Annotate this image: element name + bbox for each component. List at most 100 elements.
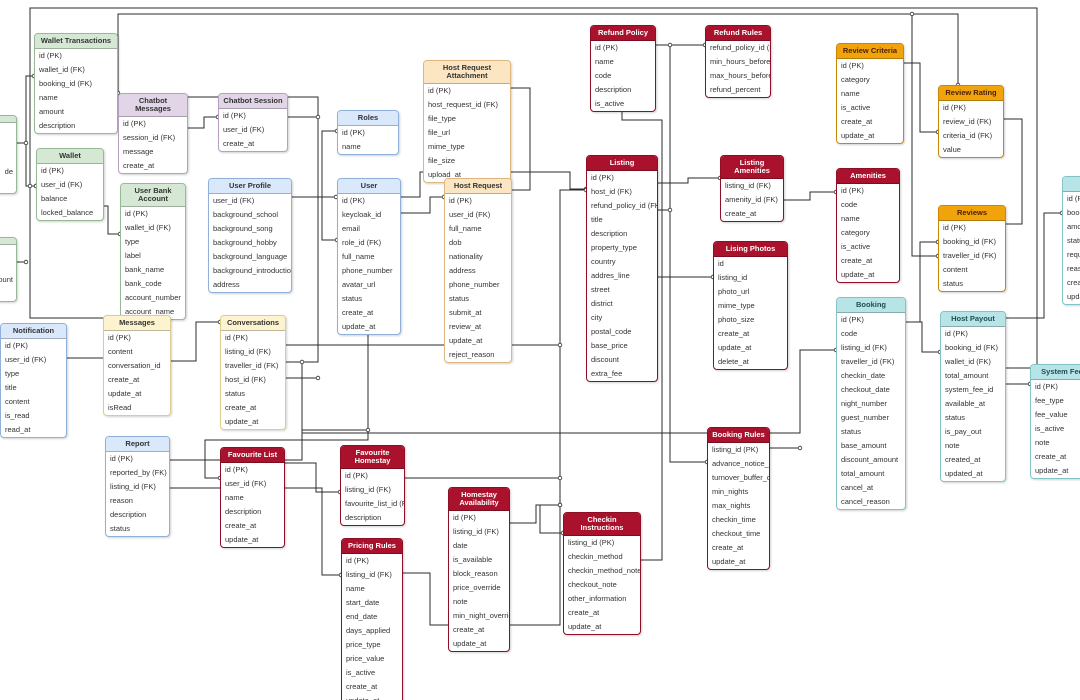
field-row: id (PK): [39, 51, 62, 60]
field-row: mime_type: [718, 301, 755, 310]
field-row: price_value: [346, 654, 385, 663]
field-row: booking_id (FK): [945, 343, 998, 352]
relationship-line: [169, 321, 220, 362]
field-row: id (PK): [223, 111, 246, 120]
field-row: value: [943, 145, 961, 154]
field-row: content: [943, 265, 968, 274]
field-row: price_override: [453, 583, 501, 592]
entity-title: Favourite List: [221, 448, 284, 463]
field-row: update_at: [841, 270, 875, 279]
field-row: country: [591, 257, 616, 266]
field-row: system_fee_id: [945, 385, 994, 394]
relationship-endpoint: [667, 42, 673, 48]
entity-title: Lising Photos: [714, 242, 787, 257]
field-row: [0, 123, 16, 137]
field-row: id (PK): [943, 103, 966, 112]
field-row: end_date: [346, 612, 378, 621]
field-row: traveller_id (FK): [943, 251, 997, 260]
field-row: update_at: [1035, 466, 1069, 475]
field-row: create_at: [346, 682, 378, 691]
entity-title: Refund Policy: [591, 26, 655, 41]
field-row: id (PK): [110, 454, 133, 463]
field-row: discount: [591, 355, 619, 364]
entity-title: Re: [1063, 177, 1080, 192]
field-row: category: [841, 75, 870, 84]
field-row: street: [591, 285, 610, 294]
field-row: label: [125, 251, 141, 260]
relationship-line: [621, 107, 663, 561]
field-row: host_request_id (FK): [428, 100, 499, 109]
field-row: host_id (FK): [591, 187, 632, 196]
field-row: keycloak_id: [342, 210, 382, 219]
field-row: turnover_buffer_day: [712, 473, 769, 482]
field-row: district: [591, 299, 613, 308]
relationship-line: [204, 328, 369, 479]
field-row: title: [5, 383, 17, 392]
field-row: wallet_id (FK): [125, 223, 171, 232]
field-row: checkin_date: [841, 371, 886, 380]
field-row: wallet_id (FK): [39, 65, 85, 74]
field-row: advance_notice_da: [712, 459, 769, 468]
field-row: id (PK): [943, 223, 966, 232]
entity-title: Chatbot Messages: [119, 94, 187, 117]
entity-cut-left-top[interactable]: de: [0, 115, 17, 194]
field-row: amount: [39, 107, 65, 116]
entity-refund-request-cut[interactable]: Reid (Pbookiamoustatusrequereasocreateup…: [1062, 176, 1080, 305]
entity-title: Chatbot Session: [219, 94, 287, 109]
field-row: id (PK): [345, 471, 368, 480]
relationship-line: [1002, 118, 1023, 225]
relationship-line: [656, 45, 671, 211]
field-row: content: [108, 347, 133, 356]
field-row: is_read: [5, 411, 30, 420]
relationship-endpoint: [23, 259, 29, 265]
entity-title: Reviews: [939, 206, 1005, 221]
field-row: listing_id (FK): [110, 482, 156, 491]
field-row: mime_type: [428, 142, 465, 151]
field-row: file_url: [428, 128, 451, 137]
field-row: read_at: [5, 425, 31, 434]
field-row: balance: [41, 194, 68, 203]
entity-cut-left-bottom[interactable]: ount: [0, 237, 17, 302]
field-row: [0, 259, 16, 273]
relationship-line: [102, 205, 120, 235]
field-row: reaso: [1067, 264, 1080, 273]
field-row: id (PK): [342, 128, 365, 137]
field-row: address: [213, 280, 240, 289]
field-row: bank_code: [125, 279, 162, 288]
field-row: create_at: [568, 608, 600, 617]
field-row: description: [591, 229, 628, 238]
entity-title: User Bank Account: [121, 184, 185, 207]
